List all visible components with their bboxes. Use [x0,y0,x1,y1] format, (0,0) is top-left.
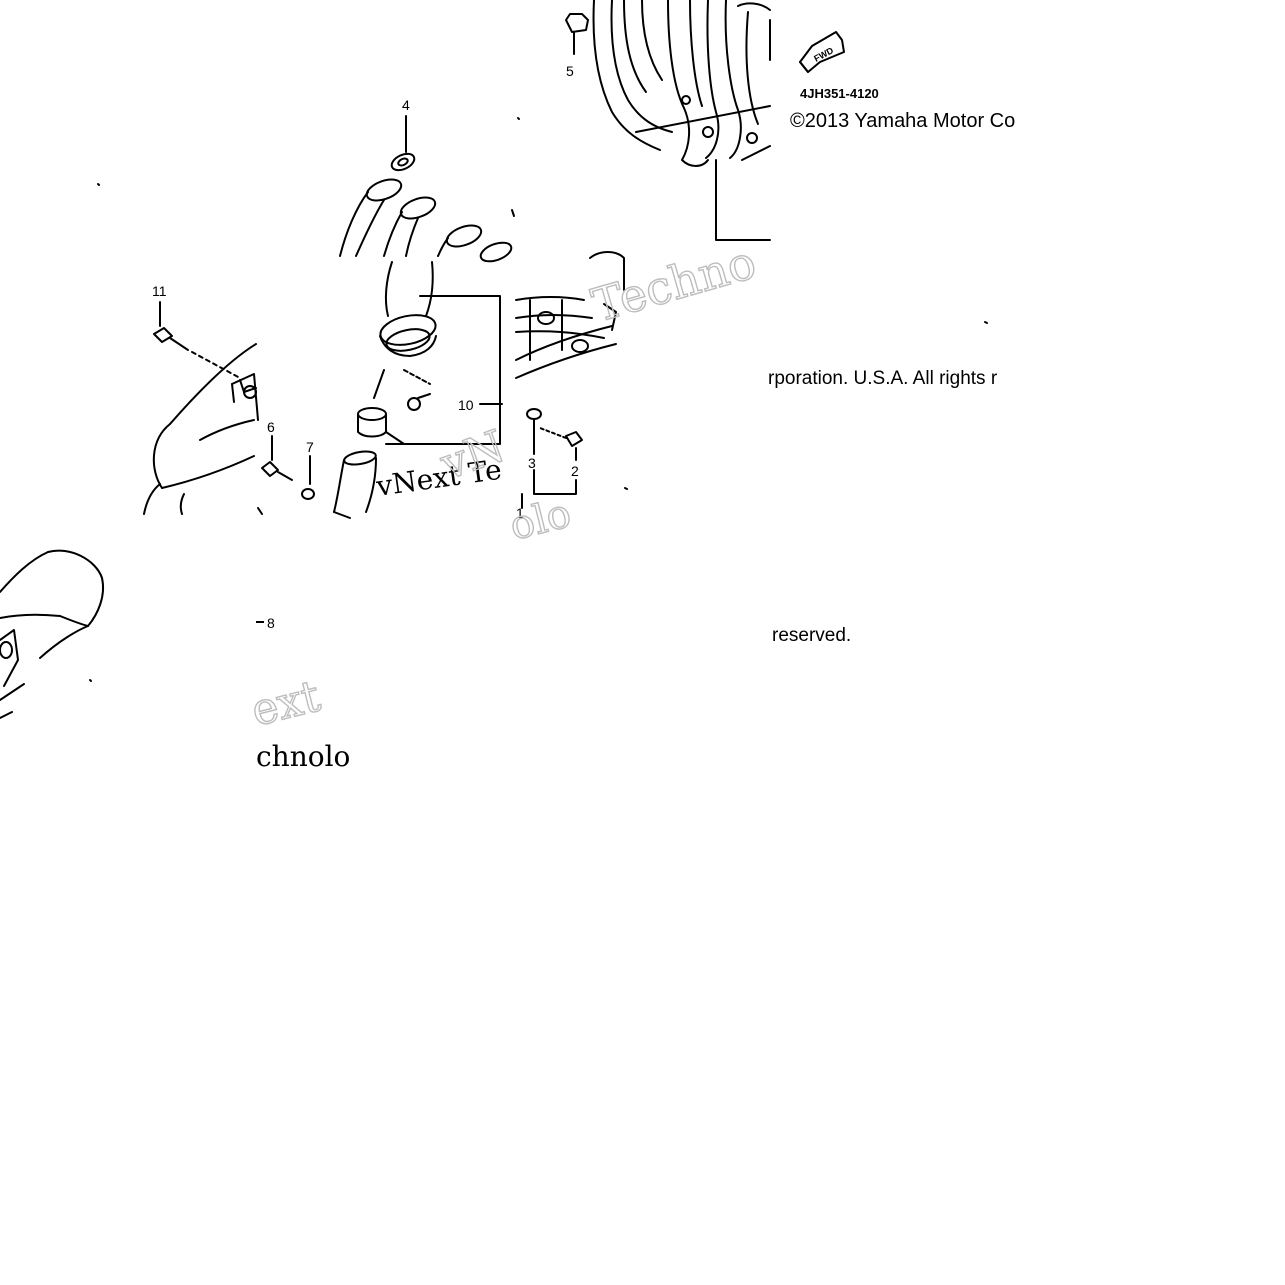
copyright-line-2: rporation. U.S.A. All rights r [768,368,998,389]
callout-labels: 1 2 3 4 5 6 7 8 10 11 FWD [152,45,835,631]
callout-10: 10 [458,397,474,413]
part-6-bolt [261,435,293,481]
part-code: 4JH351-4120 [800,86,879,101]
header-inlets [339,178,515,263]
joint-pipe-clamp [379,261,501,445]
bracket-lines [521,469,577,509]
fwd-arrow-icon [799,31,845,73]
stray-dot [517,117,520,120]
watermark-fragment: chnolo [256,740,350,773]
part-2-bolt [539,427,583,461]
muffler-connection-right [515,251,625,379]
callout-3: 3 [528,455,536,471]
part-9-sleeve [357,369,431,445]
watermark-fragment: Techno [586,235,761,333]
muffler-upper [143,343,259,515]
callout-2: 2 [571,463,579,479]
part-5-nut [565,13,589,55]
callout-5: 5 [566,63,574,79]
stray-dot [984,321,988,324]
part-10-bolt [407,393,503,411]
callout-4: 4 [402,97,410,113]
part-7-washer [301,455,315,500]
watermark-fragment: olo [505,490,575,549]
exhaust-header-pipes [592,0,771,241]
link-pipe [333,450,377,519]
callout-7: 7 [306,439,314,455]
stray-dot [624,487,628,490]
copyright-line-1: ©2013 Yamaha Motor Co [790,110,1016,132]
leader-fragment [257,507,263,515]
part-11-bolt [153,301,241,379]
callout-11: 11 [152,283,167,299]
part-4-gasket [390,115,416,172]
callout-1: 1 [516,505,524,521]
watermark: Techno vNext Te ext chnolo vN olo [246,234,763,773]
callout-8: 8 [267,615,275,631]
muffler-lower [0,549,104,719]
copyright-line-3: reserved. [772,625,852,646]
watermark-fragment: ext [246,671,325,737]
callout-6: 6 [267,419,275,435]
stray-dot [89,679,92,682]
part-3-washer [526,408,542,455]
stray-dot [97,183,100,186]
